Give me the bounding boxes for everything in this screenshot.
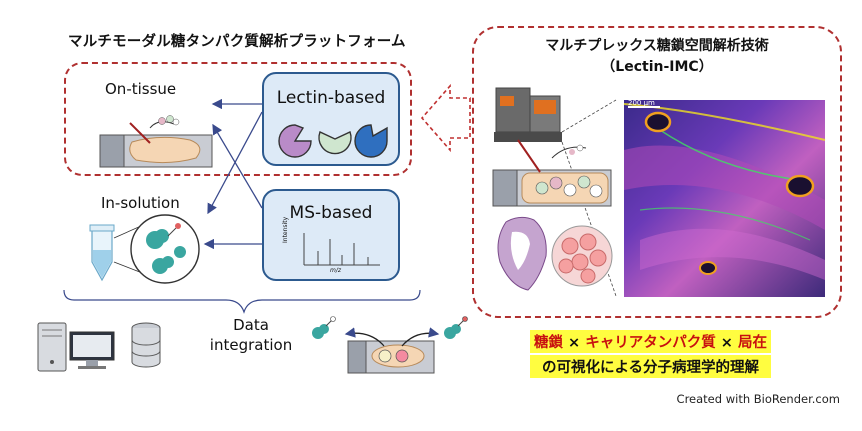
crossing-arrows xyxy=(207,111,263,215)
transfer-hollow-arrow xyxy=(420,83,471,153)
lectin-imc-title: マルチプレックス糖鎖空間解析技術 （Lectin-IMC） xyxy=(472,36,842,78)
data-integration-line1: Data xyxy=(233,316,269,334)
imc-slide-icon xyxy=(492,139,612,207)
data-integration-line2: integration xyxy=(209,336,293,354)
glycoprotein-icon-right xyxy=(444,316,468,339)
ms-based-label: MS-based xyxy=(289,203,373,223)
scale-bar-label: 200 µm xyxy=(628,99,655,107)
platform-title: マルチモーダル糖タンパク質解析プラットフォーム xyxy=(68,34,406,50)
heart-section-icon xyxy=(497,216,547,291)
glycoprotein-icon-left xyxy=(312,316,336,339)
summary-glycan: 糖鎖 xyxy=(534,335,563,351)
lectin-purple-icon xyxy=(278,124,312,158)
lectin-based-box: Lectin-based xyxy=(262,72,400,166)
database-icon xyxy=(131,322,161,368)
biorender-credit: Created with BioRender.com xyxy=(676,392,840,406)
summary-localization: 局在 xyxy=(738,335,767,351)
cell-zoom-circle xyxy=(551,225,613,287)
summary-times-1: × xyxy=(563,335,586,351)
lectin-blue-icon xyxy=(354,124,388,158)
summary-line2: の可視化による分子病理学的理解 xyxy=(530,355,771,378)
ms-based-box: MS-based Intensity m/z xyxy=(262,189,400,281)
lectin-imc-title-line1: マルチプレックス糖鎖空間解析技術 xyxy=(545,38,769,54)
lectin-based-label: Lectin-based xyxy=(276,88,386,108)
on-tissue-slide-icon xyxy=(99,115,213,168)
summary-carrier-protein: キャリアタンパク質 xyxy=(585,335,716,351)
in-solution-zoom-circle xyxy=(130,214,200,284)
data-integration-label: Data integration xyxy=(196,315,306,355)
integration-bracket xyxy=(63,289,421,314)
computer-icon xyxy=(37,322,115,372)
imc-instrument-icon xyxy=(494,87,562,142)
summary-times-2: × xyxy=(715,335,738,351)
on-tissue-label: On-tissue xyxy=(105,80,177,98)
lectin-imc-panel xyxy=(472,26,842,318)
ms-x-axis-label: m/z xyxy=(330,267,342,274)
summary-line1: 糖鎖 × キャリアタンパク質 × 局在 xyxy=(530,330,771,353)
lectin-icons xyxy=(278,124,388,158)
test-tube-icon xyxy=(89,224,115,282)
summary-block: 糖鎖 × キャリアタンパク質 × 局在 の可視化による分子病理学的理解 xyxy=(530,330,771,378)
integration-slide-icon xyxy=(344,327,440,374)
lectin-group-dashed-frame xyxy=(64,62,412,176)
lectin-imc-title-line2: （Lectin-IMC） xyxy=(601,59,713,75)
ms-spectrum-icon xyxy=(303,233,380,266)
imc-image xyxy=(623,100,826,297)
lectin-green-icon xyxy=(318,131,352,155)
in-solution-label: In-solution xyxy=(101,194,180,212)
